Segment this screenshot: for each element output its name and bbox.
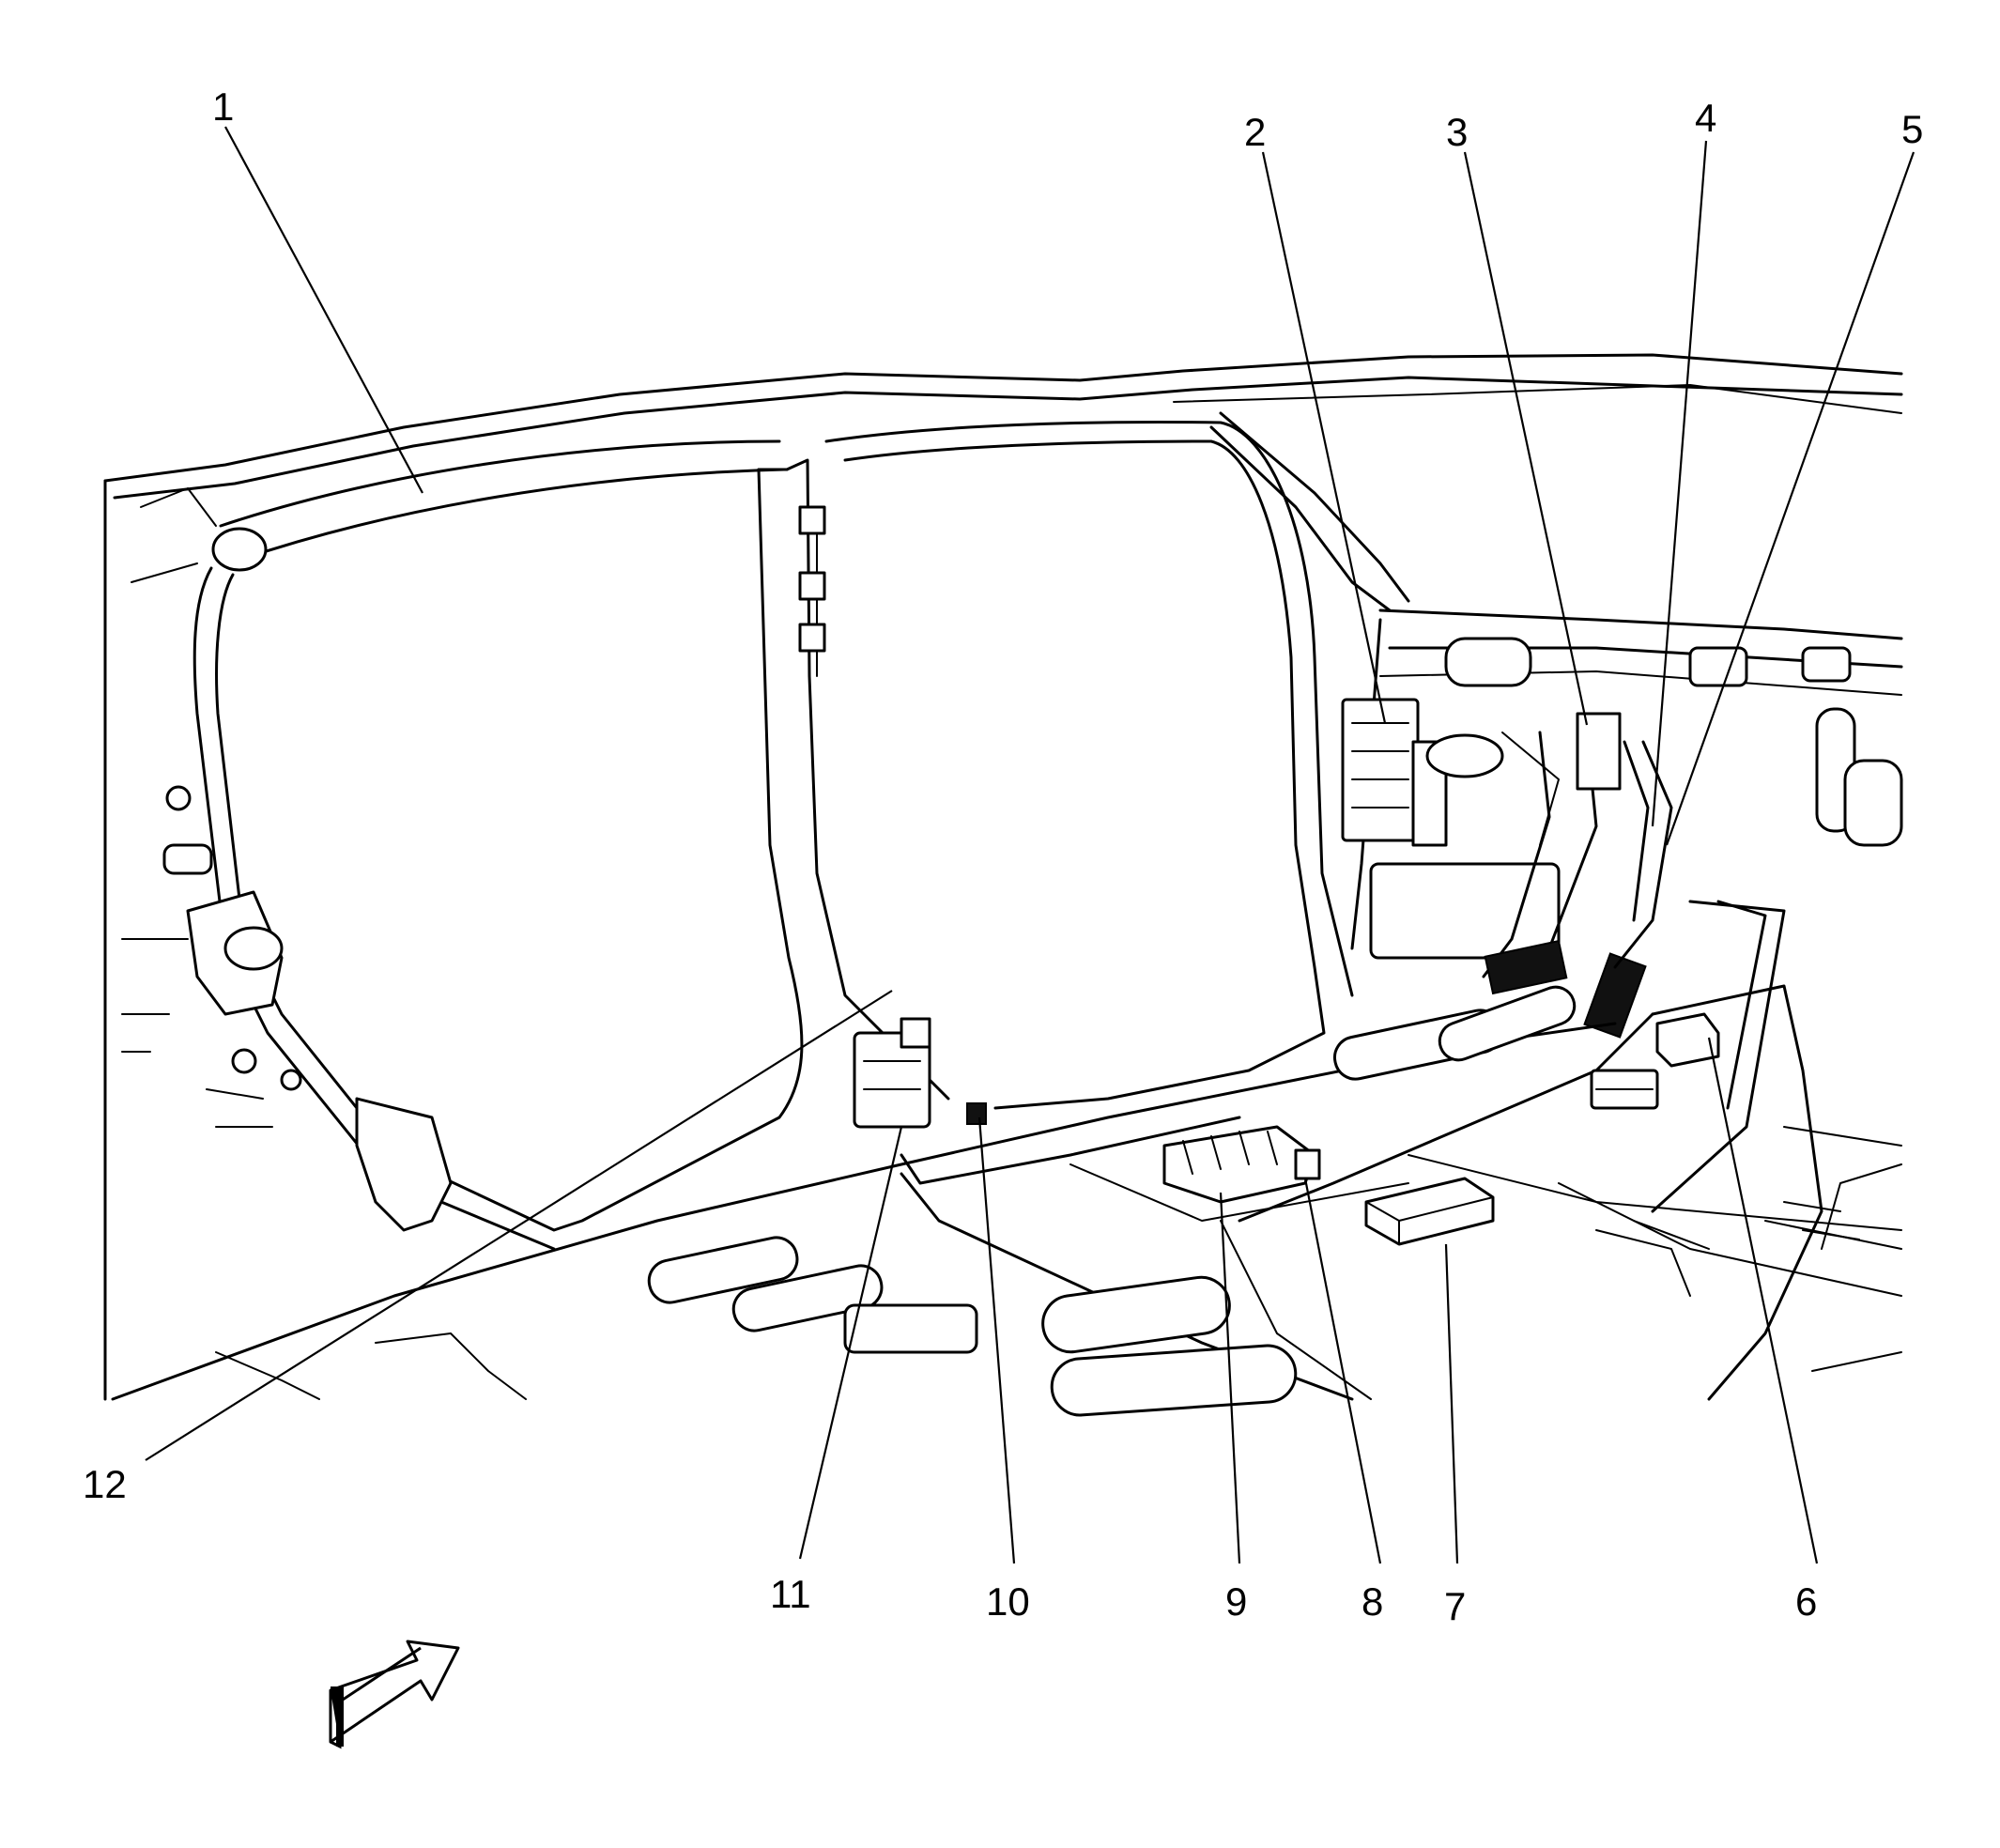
callout-7: 7 [1444, 1584, 1466, 1628]
leader-line-1 [224, 126, 423, 494]
leader-lines [145, 126, 1915, 1564]
callout-12: 12 [83, 1462, 127, 1506]
vehicle-body-illustration [103, 353, 1903, 1417]
callout-4: 4 [1695, 96, 1716, 140]
leader-line-4 [1651, 140, 1708, 827]
leader-line-11 [798, 1126, 903, 1560]
callout-9: 9 [1225, 1579, 1247, 1624]
leader-line-8 [1303, 1178, 1382, 1564]
leader-line-10 [977, 1116, 1016, 1564]
callout-11: 11 [770, 1572, 811, 1616]
leader-line-12 [145, 990, 893, 1461]
leader-line-9 [1219, 1192, 1241, 1564]
forward-arrow-icon [329, 1640, 460, 1749]
callout-5: 5 [1901, 107, 1923, 151]
callout-10: 10 [986, 1579, 1030, 1624]
leader-line-5 [1665, 151, 1915, 846]
callout-6: 6 [1795, 1579, 1817, 1624]
leader-line-2 [1261, 151, 1387, 724]
leader-line-6 [1707, 1037, 1819, 1564]
callout-labels: 1 2 3 4 5 6 7 8 9 10 11 12 [83, 85, 1923, 1628]
leader-line-7 [1444, 1243, 1459, 1564]
callout-3: 3 [1446, 110, 1468, 154]
callout-1: 1 [212, 85, 234, 129]
callout-8: 8 [1362, 1579, 1383, 1624]
callout-2: 2 [1244, 110, 1266, 154]
leader-line-3 [1463, 151, 1589, 726]
